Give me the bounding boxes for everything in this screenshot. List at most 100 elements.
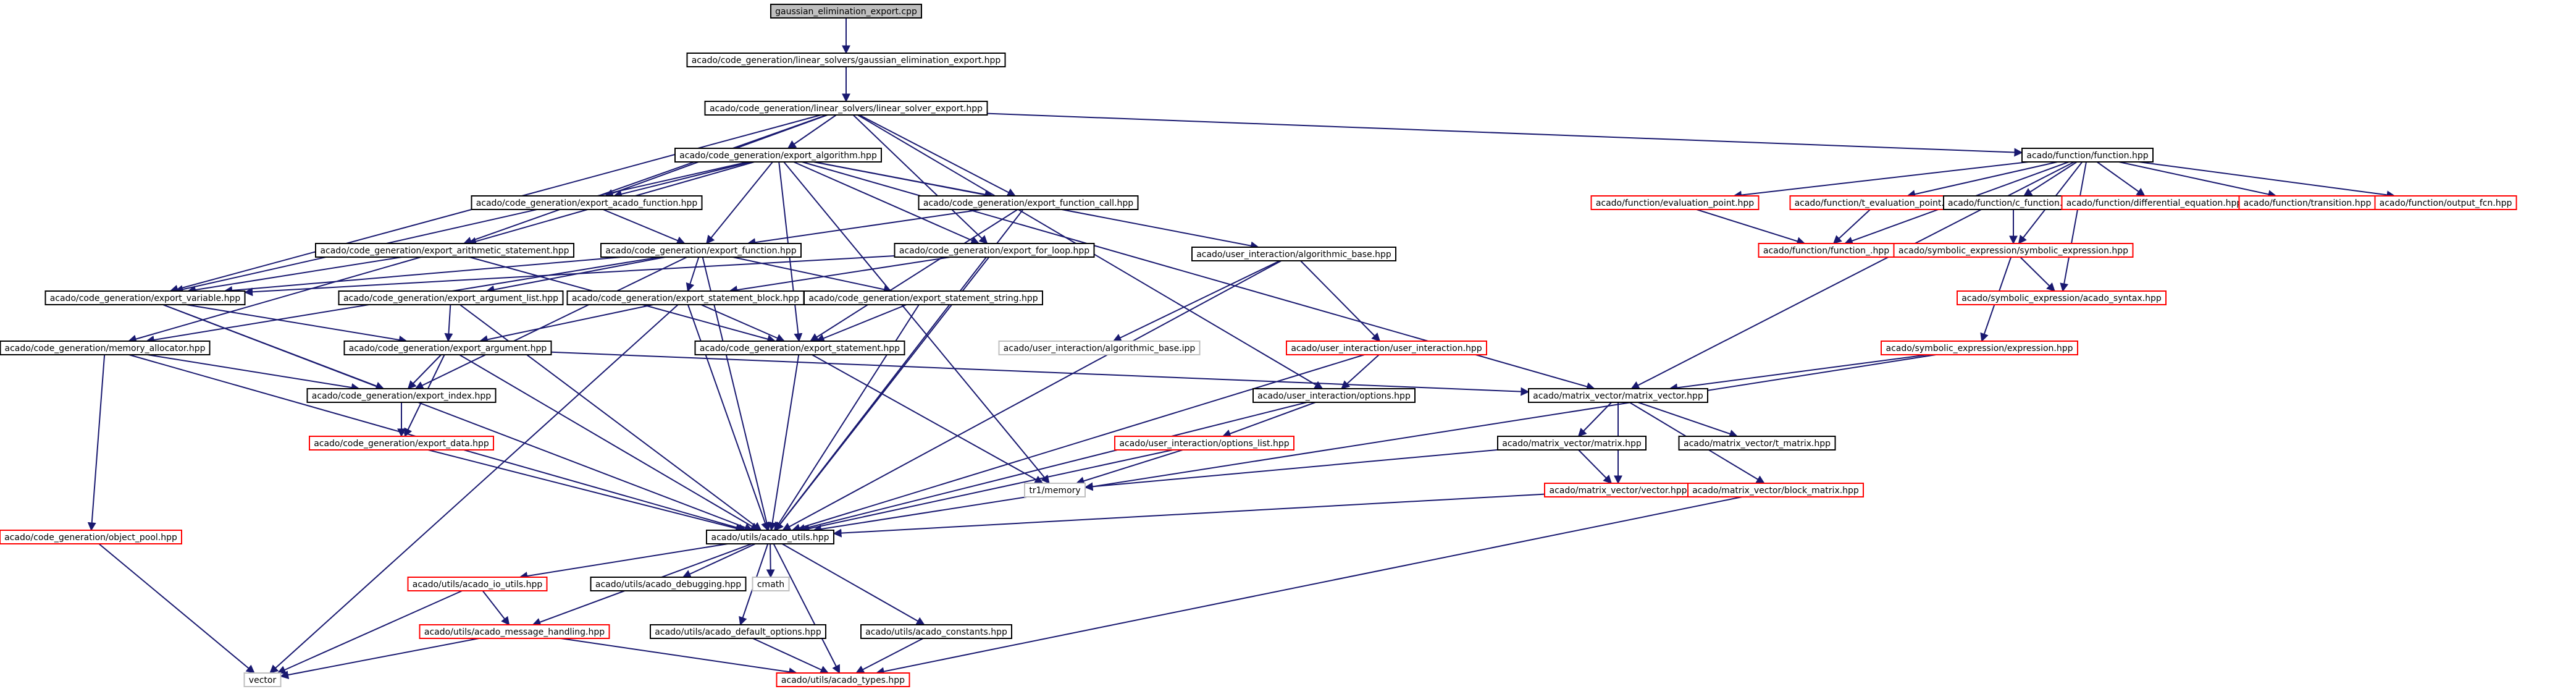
node-symexpr[interactable]: acado/symbolic_expression/symbolic_expre… (1893, 243, 2134, 258)
include-arrow (773, 543, 841, 674)
node-box (918, 195, 1139, 210)
include-arrow (732, 256, 892, 294)
include-edge (551, 351, 1530, 396)
include-edge (269, 304, 679, 674)
include-edge (987, 112, 2023, 157)
node-deq[interactable]: acado/function/differential_equation.hpp (2061, 195, 2247, 210)
include-edge (781, 543, 925, 625)
node-ma[interactable]: acado/code_generation/memory_allocator.h… (0, 341, 211, 355)
node-cmath[interactable]: cmath (752, 577, 790, 591)
node-box (894, 243, 1095, 258)
node-box (694, 341, 905, 355)
node-eidx[interactable]: acado/code_generation/export_index.hpp (306, 388, 497, 403)
include-edge (768, 354, 800, 531)
node-vec[interactable]: acado/matrix_vector/vector.hpp (1544, 483, 1692, 497)
node-box (860, 624, 1012, 639)
include-edge (560, 638, 798, 677)
node-utils[interactable]: acado/utils/acado_utils.hpp (706, 530, 834, 544)
node-mv[interactable]: acado/matrix_vector/matrix_vector.hpp (1528, 388, 1708, 403)
node-label: acado/utils/acado_constants.hpp (865, 627, 1007, 637)
node-esb[interactable]: acado/code_generation/export_statement_b… (566, 290, 805, 305)
include-edge (162, 304, 753, 532)
node-syntax[interactable]: acado/symbolic_expression/acado_syntax.h… (1957, 290, 2167, 305)
include-arrow (766, 543, 775, 578)
include-edge (700, 304, 786, 342)
node-io[interactable]: acado/utils/acado_io_utils.hpp (407, 577, 548, 591)
node-uui[interactable]: acado/user_interaction/user_interaction.… (1286, 341, 1487, 355)
node-label: acado/symbolic_expression/acado_syntax.h… (1961, 294, 2162, 303)
node-op[interactable]: acado/code_generation/object_pool.hpp (0, 530, 182, 544)
node-box (1957, 290, 2167, 305)
node-box (1114, 436, 1294, 451)
node-gauss[interactable]: acado/code_generation/linear_solvers/gau… (686, 53, 1006, 67)
node-eval[interactable]: acado/function/evaluation_point.hpp (1590, 195, 1760, 210)
node-earg[interactable]: acado/code_generation/export_argument.hp… (343, 341, 552, 355)
node-func-[interactable]: acado/function/function_.hpp (1758, 243, 1895, 258)
include-edge (2060, 161, 2087, 292)
node-dbg[interactable]: acado/utils/acado_debugging.hpp (590, 577, 747, 591)
include-arrow (858, 114, 1017, 197)
node-teval[interactable]: acado/function/t_evaluation_point.hpp (1789, 195, 1966, 210)
include-edge (706, 161, 773, 245)
node-alg[interactable]: acado/code_generation/export_algorithm.h… (674, 148, 882, 163)
node-trans[interactable]: acado/function/transition.hpp (2238, 195, 2377, 210)
include-edge (1669, 354, 1928, 392)
include-arrow (1577, 402, 1613, 438)
node-vector[interactable]: vector (243, 672, 282, 687)
node-tr1[interactable]: tr1/memory (1024, 483, 1086, 497)
include-edge (407, 354, 442, 390)
include-edge (729, 256, 950, 295)
node-est[interactable]: acado/code_generation/export_statement.h… (694, 341, 905, 355)
include-arrow (1832, 209, 1871, 244)
include-edge (174, 161, 749, 294)
node-uol[interactable]: acado/user_interaction/options_list.hpp (1114, 436, 1294, 451)
include-arrow (1222, 402, 1316, 438)
include-arrow (815, 304, 907, 342)
node-label: acado/function/function_.hpp (1763, 246, 1889, 256)
node-efl[interactable]: acado/code_generation/export_for_loop.hp… (894, 243, 1095, 258)
include-arrow (783, 161, 1050, 485)
node-label: acado/utils/acado_default_options.hpp (655, 627, 821, 637)
node-edata[interactable]: acado/code_generation/export_data.hpp (309, 436, 494, 451)
node-msg[interactable]: acado/utils/acado_message_handling.hpp (419, 624, 610, 639)
node-eas[interactable]: acado/code_generation/export_arithmetic_… (315, 243, 574, 258)
node-mat[interactable]: acado/matrix_vector/matrix.hpp (1497, 436, 1647, 451)
node-types[interactable]: acado/utils/acado_types.hpp (776, 672, 910, 687)
node-tmat[interactable]: acado/matrix_vector/t_matrix.hpp (1678, 436, 1836, 451)
node-ess[interactable]: acado/code_generation/export_statement_s… (803, 290, 1043, 305)
include-arrow (459, 354, 760, 531)
node-const[interactable]: acado/utils/acado_constants.hpp (860, 624, 1012, 639)
include-arrow (482, 590, 510, 626)
include-arrow (1300, 260, 1381, 342)
node-cfunc[interactable]: acado/function/c_function.hpp (1943, 195, 2084, 210)
include-edge (1733, 161, 2029, 200)
include-arrow (706, 161, 773, 245)
node-efc[interactable]: acado/code_generation/export_function_ca… (918, 195, 1139, 210)
node-ofcn[interactable]: acado/function/output_fcn.hpp (2374, 195, 2517, 210)
node-defopt[interactable]: acado/utils/acado_default_options.hpp (650, 624, 826, 639)
include-edge (858, 114, 1017, 197)
node-evar[interactable]: acado/code_generation/export_variable.hp… (44, 290, 246, 305)
include-arrow (98, 543, 255, 674)
node-eaf[interactable]: acado/code_generation/export_acado_funct… (471, 195, 703, 210)
node-lse[interactable]: acado/code_generation/linear_solvers/lin… (704, 101, 988, 116)
include-arrow (427, 449, 745, 533)
node-eal[interactable]: acado/code_generation/export_argument_li… (338, 290, 564, 305)
node-func[interactable]: acado/function/function.hpp (2021, 148, 2154, 163)
node-uab[interactable]: acado/user_interaction/algorithmic_base.… (1191, 247, 1396, 261)
node-label: acado/code_generation/export_argument.hp… (349, 344, 547, 353)
node-ef[interactable]: acado/code_generation/export_function.hp… (600, 243, 802, 258)
include-edge (147, 354, 360, 392)
include-edge (277, 590, 463, 674)
node-label: acado/code_generation/export_variable.hp… (50, 294, 241, 303)
include-edge (732, 256, 892, 294)
node-box (419, 624, 610, 639)
include-arrow (1112, 260, 1280, 342)
node-expr[interactable]: acado/symbolic_expression/expression.hpp (1881, 341, 2078, 355)
include-arrow (774, 304, 920, 531)
node-uopt[interactable]: acado/user_interaction/options.hpp (1252, 388, 1416, 403)
node-bmat[interactable]: acado/matrix_vector/block_matrix.hpp (1687, 483, 1864, 497)
node-uabi[interactable]: acado/user_interaction/algorithmic_base.… (998, 341, 1201, 355)
node-label: acado/symbolic_expression/expression.hpp (1886, 344, 2073, 353)
include-arrow (1696, 209, 1806, 245)
